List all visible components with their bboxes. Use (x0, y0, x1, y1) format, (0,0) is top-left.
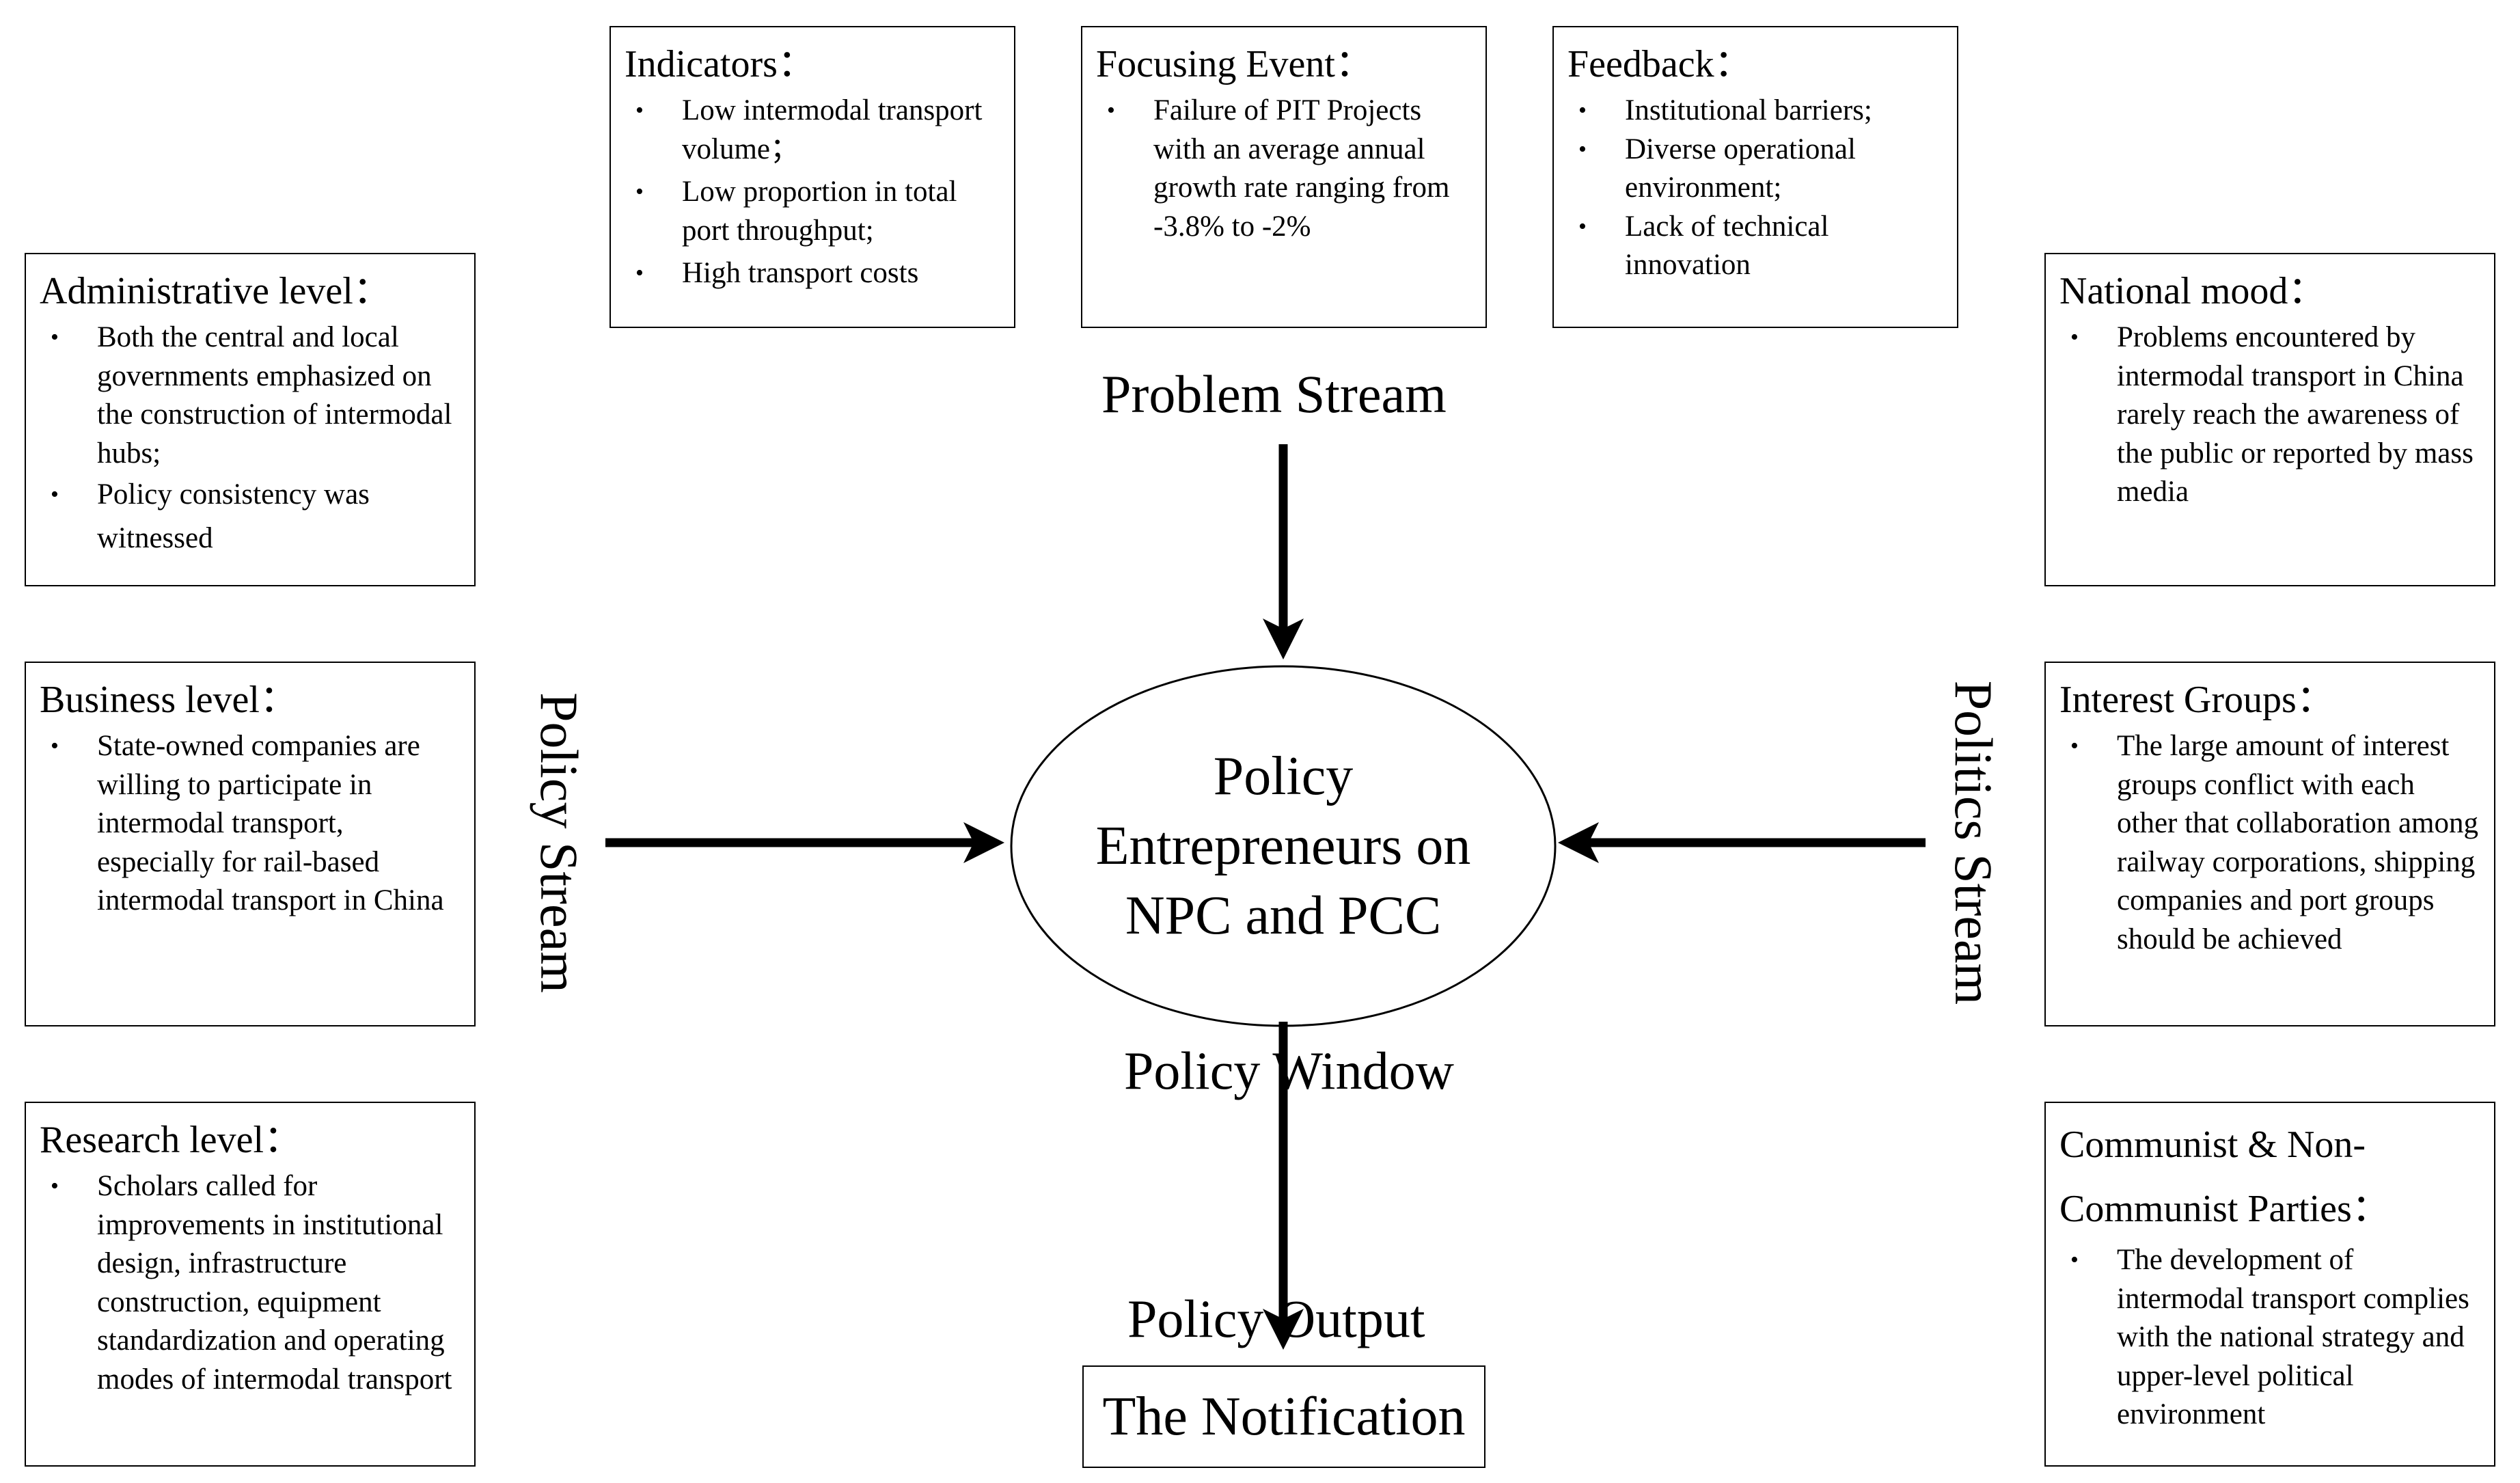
the-notification-label: The Notification (1102, 1387, 1466, 1447)
parties-box: Communist & Non- Communist Parties： •The… (2044, 1102, 2495, 1467)
bullet-icon: • (635, 179, 644, 204)
list-item: •Lack of technical innovation (1567, 208, 1943, 285)
national-mood-list: •Problems encountered by intermodal tran… (2059, 318, 2480, 512)
bullet-icon: • (2070, 733, 2079, 759)
bullet-icon: • (635, 98, 644, 123)
policy-window-label: Policy Window (1124, 1041, 1454, 1100)
parties-list: •The development of intermodal transport… (2059, 1241, 2480, 1434)
bullet-icon: • (1107, 98, 1115, 123)
bullet-icon: • (51, 733, 59, 759)
list-item: •State-owned companies are willing to pa… (40, 727, 461, 921)
parties-title-line1: Communist & Non- (2059, 1124, 2366, 1166)
list-item: •High transport costs (625, 254, 1000, 293)
list-item: •Scholars called for improvements in ins… (40, 1167, 461, 1399)
center-node-line1: Policy (1213, 746, 1354, 806)
business-level-title: Business level： (40, 679, 298, 721)
center-node-text: Policy Entrepreneurs on NPC and PCC (1025, 742, 1542, 951)
parties-title-line2: Communist Parties： (2059, 1188, 2390, 1230)
center-node-line2: Entrepreneurs on (1095, 816, 1471, 876)
business-level-list: •State-owned companies are willing to pa… (40, 727, 461, 921)
list-item: •Policy consistency was witnessed (40, 473, 461, 560)
interest-groups-box: Interest Groups： •The large amount of in… (2044, 662, 2495, 1026)
research-level-title: Research level： (40, 1119, 303, 1161)
focusing-event-list: •Failure of PIT Projects with an average… (1096, 92, 1472, 246)
politics-stream-arrowhead (1558, 822, 1599, 863)
bullet-icon: • (2070, 325, 2079, 350)
national-mood-title: National mood： (2059, 270, 2327, 312)
list-item: •Failure of PIT Projects with an average… (1096, 92, 1472, 246)
list-item: •The development of intermodal transport… (2059, 1241, 2480, 1434)
list-item: •Low proportion in total port throughput… (625, 173, 1000, 250)
research-level-list: •Scholars called for improvements in ins… (40, 1167, 461, 1399)
politics-stream-label: Politics Stream (1944, 680, 2003, 1005)
research-level-box: Research level： •Scholars called for imp… (25, 1102, 476, 1467)
administrative-level-list: •Both the central and local governments … (40, 318, 461, 560)
problem-stream-label: Problem Stream (1101, 364, 1447, 424)
center-node-line3: NPC and PCC (1125, 886, 1442, 946)
indicators-list: •Low intermodal transport volume； •Low p… (625, 92, 1000, 293)
focusing-event-title: Focusing Event： (1096, 43, 1373, 85)
policy-stream-arrowhead (963, 822, 1004, 863)
bullet-icon: • (1578, 98, 1587, 123)
list-item: •Diverse operational environment; (1567, 131, 1943, 208)
national-mood-box: National mood： •Problems encountered by … (2044, 253, 2495, 586)
bullet-icon: • (1578, 213, 1587, 239)
list-item: •Problems encountered by intermodal tran… (2059, 318, 2480, 512)
focusing-event-box: Focusing Event： •Failure of PIT Projects… (1081, 26, 1487, 328)
bullet-icon: • (635, 260, 644, 286)
indicators-title: Indicators： (625, 43, 816, 85)
list-item: •Both the central and local governments … (40, 318, 461, 473)
policy-output-arrowhead (1263, 1309, 1304, 1350)
bullet-icon: • (51, 1173, 59, 1199)
policy-stream-label: Policy Stream (530, 692, 589, 993)
list-item: •Institutional barriers; (1567, 92, 1943, 131)
feedback-title: Feedback： (1567, 43, 1753, 85)
feedback-box: Feedback： •Institutional barriers; •Dive… (1552, 26, 1958, 328)
the-notification-box: The Notification (1082, 1365, 1485, 1468)
interest-groups-list: •The large amount of interest groups con… (2059, 727, 2480, 959)
bullet-icon: • (1578, 136, 1587, 162)
business-level-box: Business level： •State-owned companies a… (25, 662, 476, 1026)
bullet-icon: • (51, 325, 59, 350)
policy-output-label: Policy Output (1127, 1289, 1425, 1348)
problem-stream-arrowhead (1263, 618, 1304, 659)
bullet-icon: • (2070, 1247, 2079, 1273)
bullet-icon: • (51, 482, 59, 507)
feedback-list: •Institutional barriers; •Diverse operat… (1567, 92, 1943, 285)
indicators-box: Indicators： •Low intermodal transport vo… (610, 26, 1015, 328)
administrative-level-box: Administrative level： •Both the central … (25, 253, 476, 586)
administrative-level-title: Administrative level： (40, 270, 392, 312)
interest-groups-title: Interest Groups： (2059, 679, 2335, 721)
list-item: •The large amount of interest groups con… (2059, 727, 2480, 959)
list-item: •Low intermodal transport volume； (625, 92, 1000, 169)
